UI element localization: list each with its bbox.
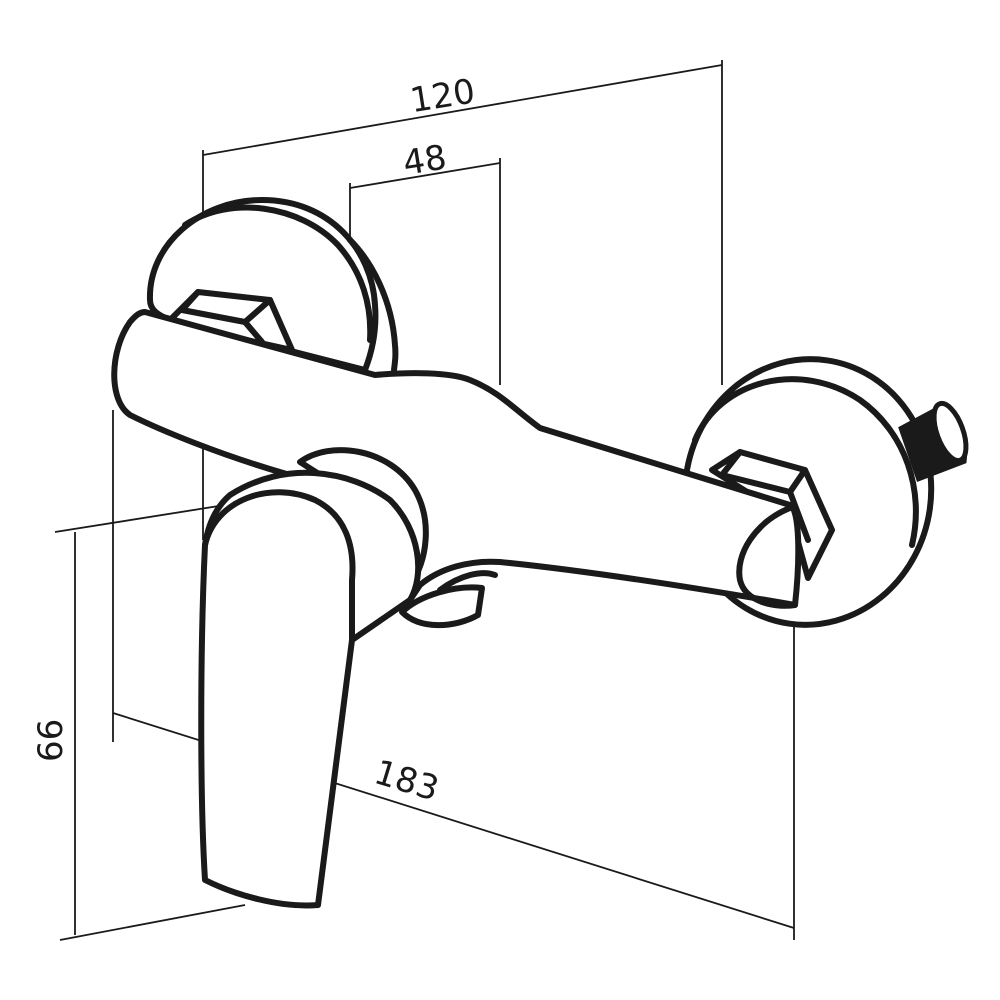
label-height: 66 [31, 719, 71, 762]
dim-line-48 [349, 162, 501, 189]
label-center-spacing: 48 [400, 137, 449, 183]
dim-line-120 [202, 64, 723, 156]
label-overall-width: 120 [407, 71, 477, 121]
threaded-connector [898, 400, 969, 482]
lever-handle [198, 469, 422, 909]
ext-line-66-top [54, 504, 226, 533]
outlet-nozzle [399, 570, 498, 629]
ext-line-66-bottom [59, 904, 246, 941]
faucet-body [111, 309, 802, 609]
label-total-length: 183 [370, 752, 444, 809]
